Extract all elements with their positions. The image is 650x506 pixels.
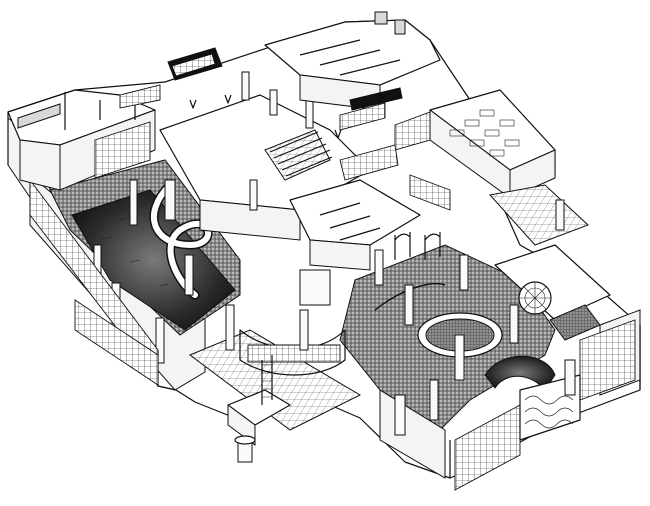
water-slide <box>149 179 213 300</box>
entrance-stair <box>227 355 291 463</box>
rosette-room <box>494 244 641 401</box>
central-lobby <box>159 71 371 241</box>
west-office-block <box>7 84 161 191</box>
roof-skylight <box>167 47 223 81</box>
south-facade <box>379 359 581 491</box>
main-atrium <box>339 232 556 431</box>
east-terrace <box>489 184 589 246</box>
north-offices <box>264 11 441 131</box>
outer-walls <box>7 112 641 478</box>
east-classrooms <box>394 89 556 199</box>
service-rooms <box>289 144 451 306</box>
entrance-plaza <box>189 304 362 463</box>
